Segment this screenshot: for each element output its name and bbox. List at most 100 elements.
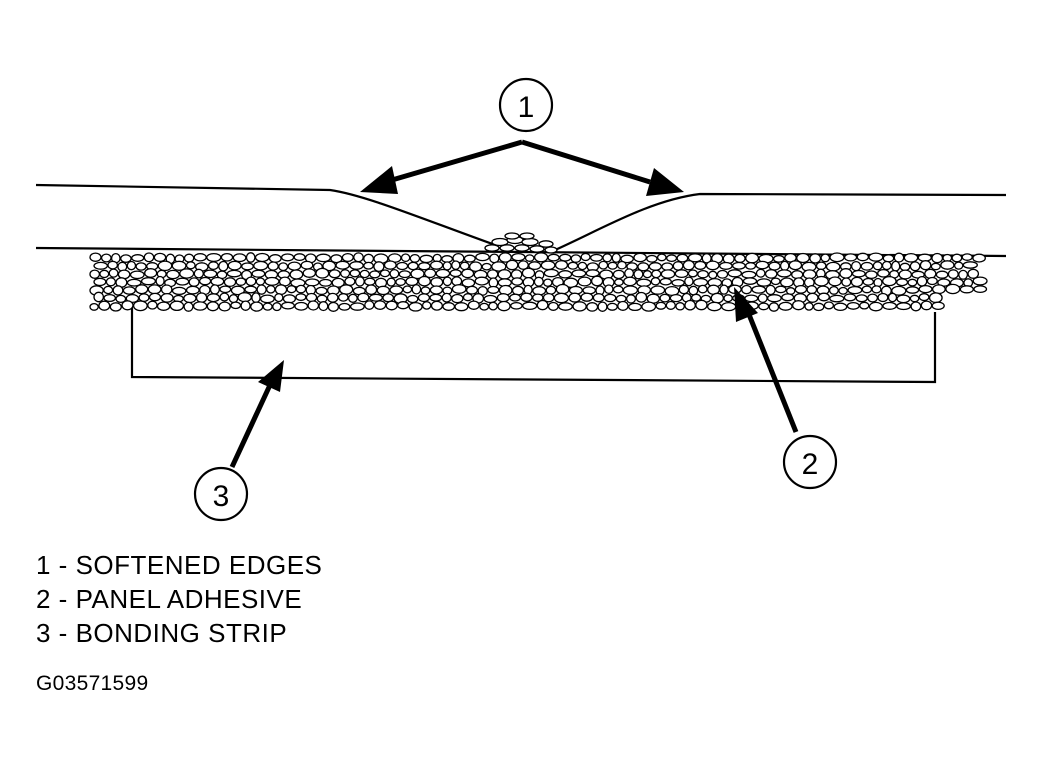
- adhesive-pebble: [206, 252, 222, 263]
- adhesive-pebble: [616, 260, 627, 270]
- adhesive-pebble: [779, 260, 790, 272]
- adhesive-pebble: [207, 261, 219, 271]
- adhesive-pebble: [648, 262, 662, 271]
- adhesive-pebble: [364, 300, 375, 310]
- adhesive-pebble: [695, 299, 708, 311]
- adhesive-pebble: [918, 293, 930, 302]
- adhesive-pebble: [166, 269, 180, 280]
- legend-item-softened-edges: 1 - SOFTENED EDGES: [36, 550, 323, 580]
- callout-1-arrows: [360, 139, 684, 196]
- adhesive-pebble: [624, 268, 635, 279]
- adhesive-pebble: [315, 253, 331, 263]
- adhesive-pebble: [382, 293, 395, 303]
- callout-2-arrow: [734, 287, 799, 433]
- adhesive-pebble: [633, 269, 644, 280]
- adhesive-pebble: [794, 284, 808, 294]
- adhesive-pebble: [896, 302, 912, 311]
- adhesive-pebble: [147, 284, 162, 295]
- adhesive-pebble: [697, 284, 708, 294]
- adhesive-pebble: [829, 294, 845, 303]
- adhesive-pebble: [209, 284, 220, 295]
- adhesive-pebble: [893, 252, 905, 263]
- adhesive-pebble: [442, 276, 453, 287]
- adhesive-pebble: [509, 293, 522, 302]
- adhesive-pebble: [330, 254, 343, 264]
- adhesive-pebble: [487, 285, 500, 294]
- adhesive-pebble: [497, 300, 511, 312]
- adhesive-pebble: [558, 270, 573, 279]
- adhesive-pebble: [809, 253, 822, 264]
- adhesive-pebble: [417, 275, 431, 287]
- adhesive-pebble: [389, 268, 400, 279]
- adhesive-pebble: [868, 252, 884, 262]
- adhesive-pebble: [264, 276, 280, 286]
- adhesive-pebble: [240, 300, 251, 311]
- adhesive-pebble: [385, 300, 398, 311]
- adhesive-pebble: [536, 299, 549, 311]
- adhesive-pebble: [665, 300, 676, 310]
- adhesive-pebble: [98, 300, 111, 311]
- adhesive-pebble: [850, 260, 862, 272]
- adhesive-pebble: [533, 276, 544, 287]
- adhesive-pebble: [887, 292, 898, 303]
- callout-3: 3: [193, 466, 249, 522]
- adhesive-pebble: [843, 293, 857, 302]
- adhesive-pebble: [554, 260, 569, 270]
- adhesive-pebble: [620, 254, 634, 264]
- adhesive-pebble: [867, 293, 879, 303]
- adhesive-pebble: [741, 284, 753, 295]
- adhesive-pebble: [226, 269, 242, 278]
- adhesive-pebble: [429, 260, 444, 270]
- legend: 1 - SOFTENED EDGES 2 - PANEL ADHESIVE 3 …: [36, 548, 322, 650]
- adhesive-pebble: [454, 302, 469, 312]
- adhesive-pebble: [400, 253, 411, 263]
- adhesive-pebble: [132, 300, 148, 312]
- adhesive-pebble: [861, 285, 873, 294]
- adhesive-pebble: [340, 269, 351, 278]
- adhesive-pebble: [881, 260, 892, 271]
- panel-bottom-line: [35, 246, 1007, 258]
- adhesive-pebble: [120, 254, 132, 263]
- adhesive-pebble: [571, 269, 587, 278]
- adhesive-pebble: [417, 262, 431, 271]
- adhesive-pebble: [962, 261, 978, 269]
- adhesive-pebble: [293, 253, 306, 262]
- adhesive-pebble: [930, 262, 941, 271]
- adhesive-pebble: [363, 261, 374, 270]
- adhesive-pebble: [122, 286, 136, 295]
- adhesive-pebble: [931, 284, 946, 295]
- adhesive-pebble: [148, 292, 162, 302]
- adhesive-pebble: [218, 301, 231, 312]
- arrow-head-icon: [258, 360, 284, 392]
- adhesive-pebble: [898, 269, 913, 280]
- adhesive-pebble: [365, 284, 378, 296]
- adhesive-pebble: [628, 302, 642, 312]
- adhesive-pebble: [219, 292, 230, 302]
- adhesive-pebble: [661, 262, 674, 271]
- adhesive-pebble: [916, 275, 928, 287]
- adhesive-pebble: [697, 269, 709, 279]
- adhesive-pebble: [411, 284, 422, 295]
- adhesive-pebble: [708, 270, 718, 280]
- arrow-head-icon: [646, 168, 684, 196]
- adhesive-pebble: [623, 276, 637, 287]
- adhesive-pebble: [93, 261, 109, 270]
- adhesive-pebble: [386, 277, 396, 287]
- adhesive-pebble: [179, 268, 195, 279]
- adhesive-pebble: [973, 285, 988, 294]
- adhesive-pebble: [744, 294, 759, 303]
- adhesive-pebble: [788, 260, 803, 271]
- adhesive-pebble: [891, 285, 907, 296]
- adhesive-pebble: [589, 253, 604, 262]
- adhesive-pebble: [278, 262, 289, 272]
- adhesive-pebble: [349, 261, 364, 270]
- panel-top-line: [35, 183, 499, 248]
- adhesive-pebble: [757, 293, 768, 304]
- adhesive-pebble: [441, 292, 452, 303]
- adhesive-pebble: [192, 301, 208, 311]
- adhesive-pebble: [756, 278, 772, 287]
- adhesive-pebble: [622, 285, 639, 296]
- adhesive-pebble: [577, 276, 592, 287]
- adhesive-pebble: [160, 292, 174, 303]
- adhesive-pebble: [349, 302, 365, 311]
